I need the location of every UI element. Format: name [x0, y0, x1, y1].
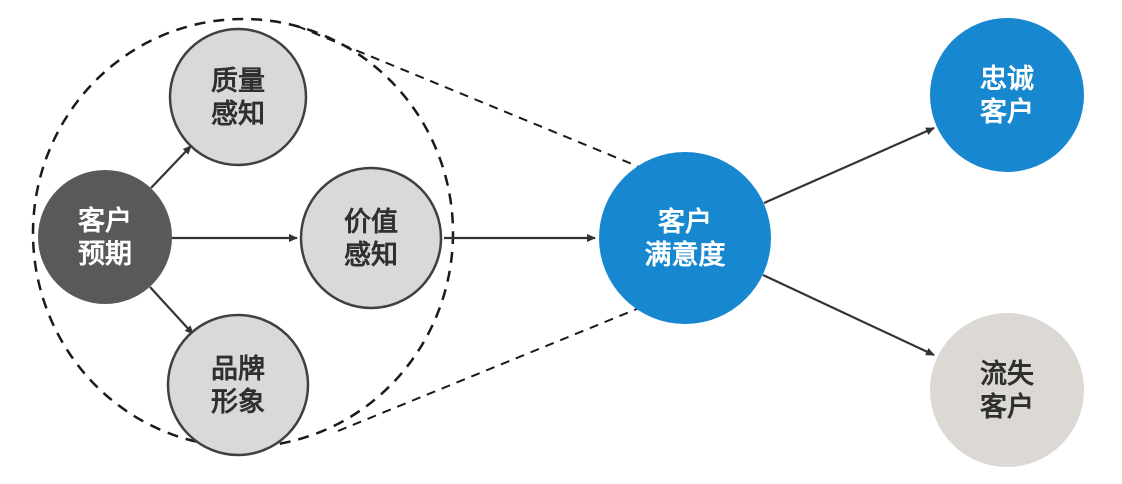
arrow-expectation-to-brand: [149, 286, 194, 335]
node-brand-image-label-line1: 品牌: [211, 354, 265, 385]
node-brand-image: 品牌 形象: [166, 313, 310, 457]
arrows: [149, 126, 935, 356]
node-churned-customer-circle: [930, 313, 1084, 467]
node-churned-customer: 流失 客户: [930, 313, 1084, 467]
node-quality-perception-label-line2: 感知: [211, 98, 265, 130]
projection-dash-bottom: [337, 303, 650, 432]
node-loyal-customer-label-line1: 忠诚: [980, 64, 1034, 95]
node-loyal-customer: 忠诚 客户: [930, 18, 1084, 172]
node-customer-satisfaction-label-line1: 客户: [658, 206, 712, 238]
arrow-satisfaction-to-churn: [762, 274, 935, 356]
node-value-perception-label-line2: 感知: [344, 239, 398, 271]
node-quality-perception-circle: [168, 27, 308, 167]
node-brand-image-label-line2: 形象: [211, 386, 265, 418]
node-quality-perception: 质量 感知: [168, 27, 308, 167]
node-customer-satisfaction-circle: [599, 152, 771, 324]
node-customer-expectation-label-line1: 客户: [78, 205, 132, 237]
node-value-perception: 价值 感知: [299, 166, 443, 310]
node-value-perception-circle: [299, 166, 443, 310]
arrow-expectation-to-quality: [150, 145, 192, 189]
arrow-satisfaction-to-loyal: [763, 126, 935, 205]
node-loyal-customer-label-line2: 客户: [980, 96, 1034, 128]
node-brand-image-circle: [166, 313, 310, 457]
node-customer-expectation: 客户 预期: [38, 170, 172, 304]
node-churned-customer-label-line2: 客户: [980, 391, 1034, 423]
node-churned-customer-label-line1: 流失: [980, 359, 1035, 390]
node-customer-expectation-circle: [38, 170, 172, 304]
node-quality-perception-label-line1: 质量: [211, 66, 265, 97]
node-loyal-customer-circle: [930, 18, 1084, 172]
node-customer-satisfaction-label-line2: 满意度: [645, 239, 726, 271]
node-value-perception-label-line1: 价值: [344, 207, 398, 238]
node-customer-satisfaction: 客户 满意度: [599, 152, 771, 324]
node-customer-expectation-label-line2: 预期: [78, 239, 132, 270]
